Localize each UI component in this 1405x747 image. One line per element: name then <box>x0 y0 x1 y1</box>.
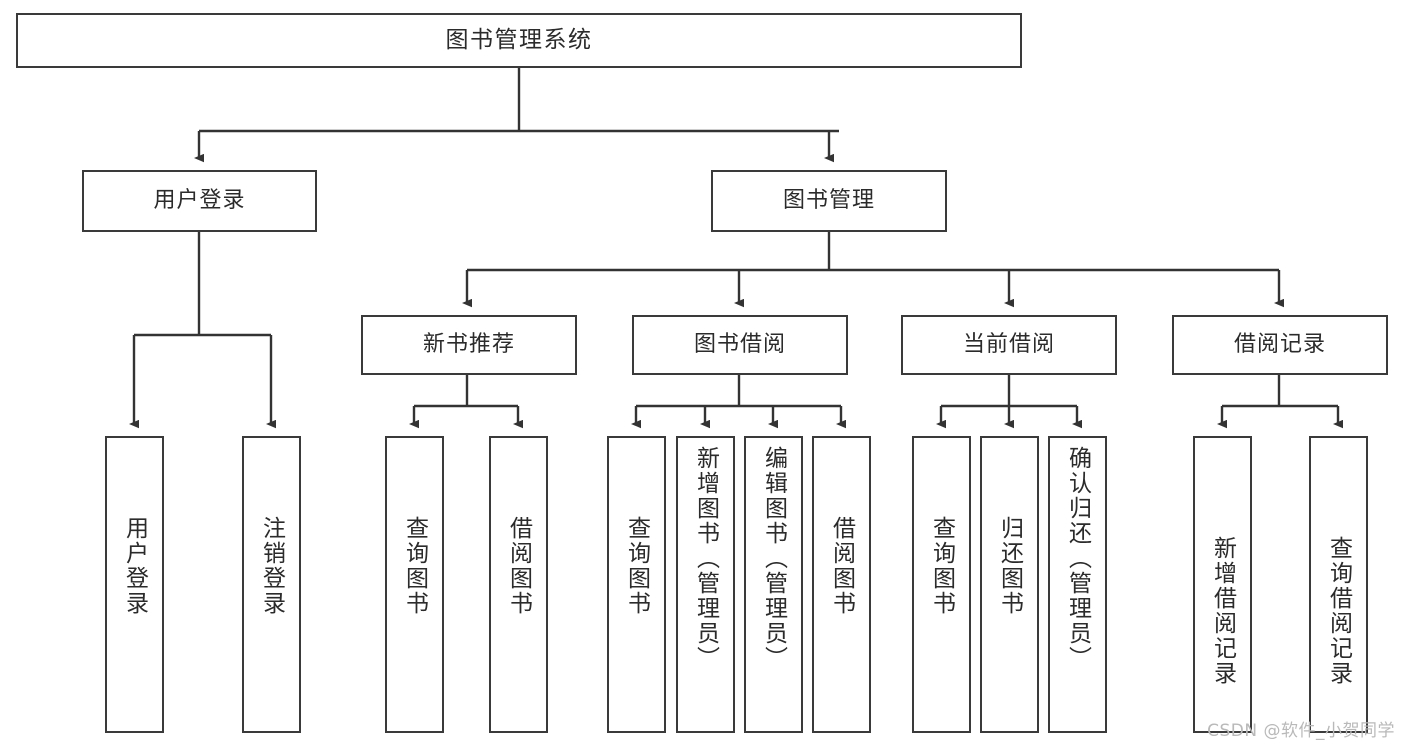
node-label: 确认归还（管理员） <box>1064 446 1091 671</box>
leaf-borrow-record-add-record[interactable]: 新增借阅记录 <box>1193 436 1252 733</box>
node-borrow-record[interactable]: 借阅记录 <box>1172 315 1388 375</box>
leaf-new-book-query-book[interactable]: 查询图书 <box>385 436 444 733</box>
node-book-borrow[interactable]: 图书借阅 <box>632 315 848 375</box>
node-label: 图书管理系统 <box>445 26 593 53</box>
node-label: 借阅图书 <box>828 516 855 616</box>
node-label: 借阅记录 <box>1233 331 1326 357</box>
leaf-user-login-login[interactable]: 用户登录 <box>105 436 164 733</box>
node-label: 新增图书（管理员） <box>692 446 719 671</box>
node-label: 查询图书 <box>928 516 955 616</box>
node-current-borrow[interactable]: 当前借阅 <box>901 315 1117 375</box>
node-label: 查询图书 <box>401 516 428 616</box>
leaf-book-borrow-edit-book-admin[interactable]: 编辑图书（管理员） <box>744 436 803 733</box>
node-label: 新书推荐 <box>422 331 515 357</box>
leaf-book-borrow-query-book[interactable]: 查询图书 <box>607 436 666 733</box>
node-root-book-management-system[interactable]: 图书管理系统 <box>16 13 1022 68</box>
leaf-current-borrow-query-book[interactable]: 查询图书 <box>912 436 971 733</box>
node-label: 当前借阅 <box>962 331 1055 357</box>
node-user-login[interactable]: 用户登录 <box>82 170 317 232</box>
leaf-book-borrow-borrow-book[interactable]: 借阅图书 <box>812 436 871 733</box>
leaf-current-borrow-confirm-return-admin[interactable]: 确认归还（管理员） <box>1048 436 1107 733</box>
node-label: 图书借阅 <box>693 331 786 357</box>
node-label: 用户登录 <box>121 516 148 616</box>
node-label: 查询图书 <box>623 516 650 616</box>
leaf-new-book-borrow-book[interactable]: 借阅图书 <box>489 436 548 733</box>
node-label: 用户登录 <box>153 187 246 213</box>
node-book-management[interactable]: 图书管理 <box>711 170 947 232</box>
node-label: 新增借阅记录 <box>1209 536 1236 686</box>
leaf-borrow-record-query-record[interactable]: 查询借阅记录 <box>1309 436 1368 733</box>
node-label: 编辑图书（管理员） <box>760 446 787 671</box>
leaf-user-login-logout[interactable]: 注销登录 <box>242 436 301 733</box>
node-label: 注销登录 <box>258 516 285 616</box>
csdn-watermark: CSDN @软件_小贺同学 <box>1207 721 1395 741</box>
node-label: 查询借阅记录 <box>1325 536 1352 686</box>
node-label: 图书管理 <box>782 187 875 213</box>
node-new-book-recommend[interactable]: 新书推荐 <box>361 315 577 375</box>
node-label: 借阅图书 <box>505 516 532 616</box>
leaf-book-borrow-add-book-admin[interactable]: 新增图书（管理员） <box>676 436 735 733</box>
node-label: 归还图书 <box>996 516 1023 616</box>
leaf-current-borrow-return-book[interactable]: 归还图书 <box>980 436 1039 733</box>
